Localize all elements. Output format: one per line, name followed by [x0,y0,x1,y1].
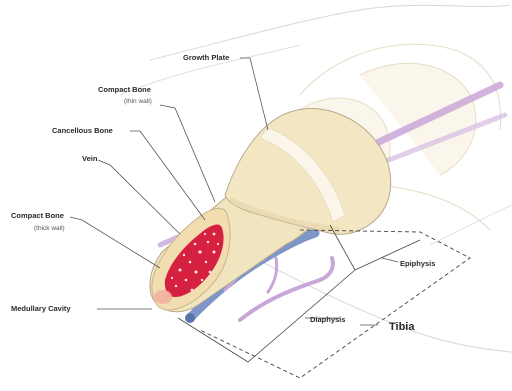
label-compact-bone-thick: Compact Bone [11,211,64,220]
tibia-bone [150,109,391,312]
label-compact-bone-thin: Compact Bone [98,85,151,94]
label-epiphysis: Epiphysis [400,259,435,268]
label-diaphysis: Diaphysis [310,315,345,324]
label-medullary-cavity: Medullary Cavity [11,304,71,313]
medullary-cavity [154,290,172,304]
label-tibia: Tibia [389,321,415,333]
label-compact-bone-thin-note: (thin wall) [124,98,152,105]
label-vein: Vein [82,154,98,163]
label-compact-bone-thick-note: (thick wall) [34,225,65,232]
label-growth-plate: Growth Plate [183,53,229,62]
vessel-lower-2 [268,258,277,292]
vein-end [185,313,195,323]
label-cancellous-bone: Cancellous Bone [52,126,113,135]
